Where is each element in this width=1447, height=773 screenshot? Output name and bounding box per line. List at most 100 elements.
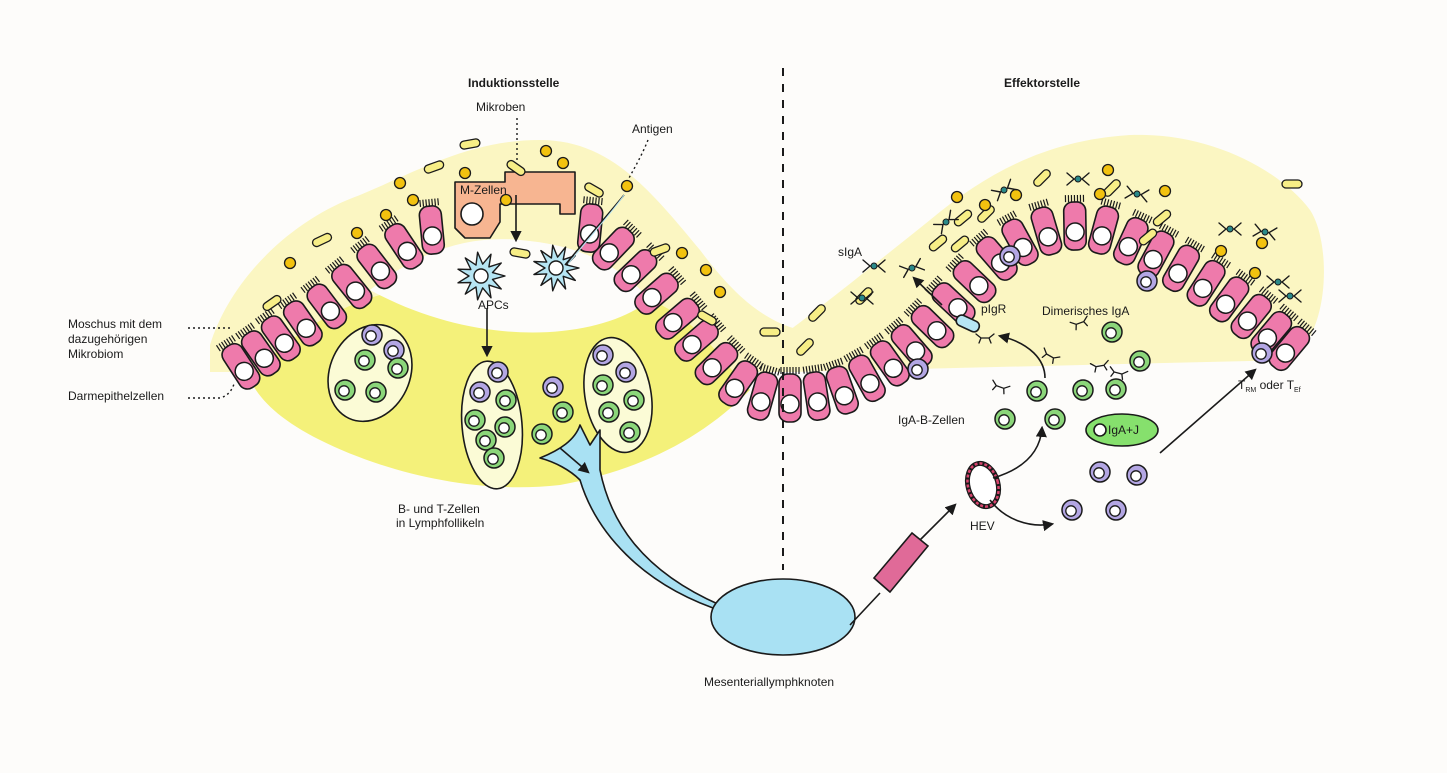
epithelial-cell xyxy=(215,335,261,390)
epithelial-cells xyxy=(215,194,1317,423)
epithelial-cell-nucleus xyxy=(370,261,391,281)
antigen-particles xyxy=(283,144,1269,299)
follicles-label-line1: B- und T-Zellen xyxy=(398,502,480,516)
siga-dimer xyxy=(1266,275,1290,289)
microvilli xyxy=(277,292,298,310)
lymphocytes xyxy=(531,245,1273,521)
cell-nucleus xyxy=(602,407,614,419)
iga-b-cells-label: IgA-B-Zellen xyxy=(898,413,965,427)
antigen-particle xyxy=(556,156,570,170)
epithelial-cell xyxy=(235,322,281,377)
microvilli xyxy=(1100,197,1121,210)
epithelial-cell xyxy=(1028,198,1063,256)
cell-nucleus xyxy=(369,387,381,399)
microvilli xyxy=(215,335,236,352)
microvilli xyxy=(1235,268,1256,286)
cell-nucleus xyxy=(1109,505,1121,517)
b-cell xyxy=(1105,378,1127,400)
microvilli xyxy=(1258,286,1279,304)
pigr-label: pIgR xyxy=(981,302,1007,316)
epithelial-cell-nucleus xyxy=(860,373,880,394)
microvilli xyxy=(822,357,844,371)
antigen-particle xyxy=(1093,187,1107,201)
apc-cell xyxy=(533,244,580,292)
epithelial-cell-nucleus xyxy=(234,361,254,382)
t-cell xyxy=(542,376,564,398)
cell-nucleus xyxy=(365,330,377,342)
epithelial-cell-nucleus xyxy=(751,392,771,412)
cell-nucleus xyxy=(623,427,635,439)
epithelial-cell-nucleus xyxy=(397,241,417,262)
siga-joint xyxy=(942,218,950,226)
t-cell xyxy=(592,344,614,366)
epithelial-cell xyxy=(324,256,373,310)
lumen-pocket xyxy=(370,239,650,333)
epithelial-cell-nucleus xyxy=(621,265,641,285)
b-cell xyxy=(552,401,574,423)
cell-nucleus xyxy=(387,345,399,357)
microvilli xyxy=(744,352,764,370)
epithelial-cell-nucleus xyxy=(780,394,800,414)
bacterium xyxy=(1033,169,1051,187)
m-cells-label: M-Zellen xyxy=(460,183,507,197)
microvilli xyxy=(864,332,884,350)
epithelial-cell xyxy=(903,298,955,349)
bacterium xyxy=(950,235,970,253)
microvilli xyxy=(802,363,823,374)
apcs-label: APCs xyxy=(478,298,509,312)
epithelial-cell xyxy=(1062,194,1088,251)
siga-shape xyxy=(990,178,1018,202)
microvilli xyxy=(969,228,989,247)
epithelial-cell-nucleus xyxy=(1237,311,1258,331)
epithelial-cell-nucleus xyxy=(320,301,341,321)
microvilli xyxy=(689,291,708,311)
bacterium xyxy=(1281,179,1303,189)
iga-antibody xyxy=(975,333,995,344)
siga-shape xyxy=(1218,222,1242,236)
b-cell xyxy=(464,409,486,431)
siga-joint xyxy=(1074,175,1082,183)
epithelial-cell xyxy=(255,307,301,362)
cell-nucleus xyxy=(473,387,485,399)
siga-shape xyxy=(1252,223,1278,241)
siga-shape xyxy=(1124,185,1150,203)
microvilli xyxy=(945,253,964,272)
antigen-particle xyxy=(1255,236,1269,250)
siga-dimer xyxy=(1278,289,1302,303)
hev-label: HEV xyxy=(970,519,995,533)
b-cell xyxy=(619,421,641,443)
epithelial-cell-nucleus xyxy=(927,321,947,341)
microbiome-bacteria xyxy=(262,138,1303,356)
siga-shape xyxy=(850,291,874,305)
b-cell xyxy=(1129,350,1151,372)
epithelial-cell xyxy=(1186,252,1231,307)
iga-j-label: IgA+J xyxy=(1108,423,1139,437)
antigen-particle xyxy=(1248,266,1262,280)
cell-nucleus xyxy=(596,350,608,362)
microvilli xyxy=(623,219,642,238)
cell-nucleus xyxy=(556,407,568,419)
epithelial-cell-nucleus xyxy=(702,358,722,378)
epithelial-cell xyxy=(746,363,781,421)
cell-nucleus xyxy=(1109,384,1121,396)
hev-to-t-cells-arrow xyxy=(989,499,1055,532)
cell-nucleus xyxy=(535,429,547,441)
bacterium xyxy=(1152,209,1172,227)
epithelial-cell xyxy=(1137,222,1180,279)
antibodies xyxy=(850,172,1302,395)
microvilli xyxy=(843,346,864,363)
epithelial-cell xyxy=(674,313,727,362)
siga-shape xyxy=(862,259,886,273)
bacterium xyxy=(808,304,826,322)
microvilli xyxy=(324,256,345,274)
efferent-blood-vessel xyxy=(872,531,930,594)
siga-dimer xyxy=(898,257,926,279)
m-cell-nucleus xyxy=(460,202,484,226)
antigen-particle xyxy=(393,176,407,190)
siga-shape xyxy=(1278,289,1302,303)
t-cell xyxy=(469,381,491,403)
b-cell xyxy=(494,416,516,438)
m-cell xyxy=(454,171,576,239)
induction-site-heading: Induktionsstelle xyxy=(468,76,560,90)
epithelial-cell-nucleus xyxy=(422,226,443,246)
